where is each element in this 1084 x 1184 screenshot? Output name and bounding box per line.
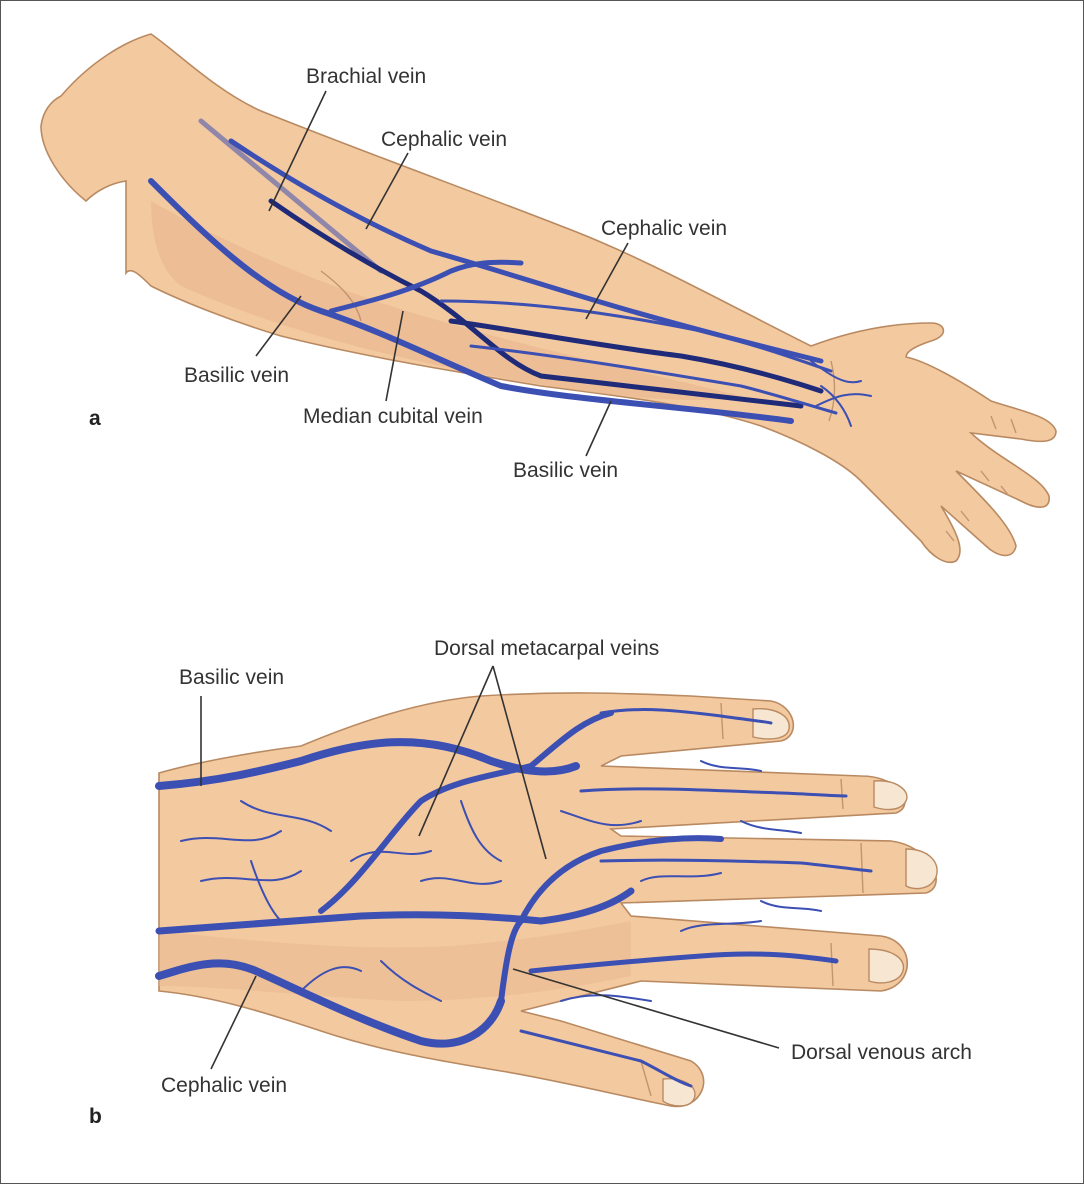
wrist-vein-branch [810,360,872,427]
leader-brachial-vein [268,90,327,212]
leader-median-cubital-vein [385,310,404,402]
panel-b-letter: b [89,1105,102,1128]
hand-outline [158,692,937,1108]
label-basilic-vein-forearm: Basilic vein [513,459,618,482]
label-cephalic-vein-upper: Cephalic vein [381,128,507,151]
finger-creases-a [945,415,1017,542]
nail-middle [873,780,908,811]
median-cubital-vein-line [328,259,524,314]
leader-basilic-vein-upper [255,295,302,357]
arm-outline [40,33,1057,563]
leader-dorsal-metacarpal-veins-1 [418,665,494,837]
leader-cephalic-vein-forearm [585,242,629,320]
deep-forearm-vein-line [448,318,824,394]
label-median-cubital-vein: Median cubital vein [303,405,483,428]
leader-dorsal-venous-arch [512,968,780,1049]
finger-vein-thumb [519,1029,693,1088]
basilic-vein-line [148,178,794,424]
leader-cephalic-vein-hand [210,975,257,1070]
dorsal-metacarpal-vein-3 [528,951,839,974]
forearm-vein-branch-1 [439,299,833,373]
wrist-crease [828,360,836,422]
panel-a-letter: a [89,407,101,430]
leader-basilic-vein-forearm [585,400,612,457]
finger-vein-middle [579,787,848,798]
nail-little [868,948,905,984]
panel-a-leaders [255,90,629,457]
label-dorsal-venous-arch: Dorsal venous arch [791,1041,972,1064]
forearm-vein-branch-2 [469,344,838,415]
label-cephalic-vein-forearm: Cephalic vein [601,217,727,240]
hand-veins [155,708,873,1088]
label-basilic-vein-hand: Basilic vein [179,666,284,689]
cephalic-vein-hand-line [155,959,505,1048]
label-brachial-vein: Brachial vein [306,65,426,88]
finger-knuckle-creases [640,702,864,1097]
label-basilic-vein-upper: Basilic vein [184,364,289,387]
label-cephalic-vein-hand: Cephalic vein [161,1074,287,1097]
finger-vein-ring [599,858,873,873]
hand-vein-network [180,760,822,1002]
dorsal-metacarpal-vein-2 [498,835,724,1004]
finger-vein-index [599,708,773,725]
dorsal-venous-arch-line [155,887,635,935]
panel-b-leaders [200,665,780,1070]
brachial-vein-line [198,118,384,274]
leader-cephalic-vein-upper [365,152,409,230]
panel-b-hand-illustration [155,692,938,1108]
panel-a-arm-illustration [40,33,1057,563]
nail-ring [905,848,938,890]
label-dorsal-metacarpal-veins: Dorsal metacarpal veins [434,637,659,660]
elbow-crease [320,270,362,322]
leader-dorsal-metacarpal-veins-2 [492,665,547,860]
arm-veins [148,118,872,427]
dorsal-metacarpal-vein-1 [318,710,614,914]
